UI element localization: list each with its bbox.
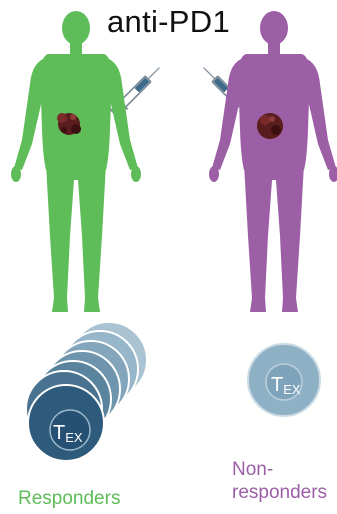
non-responder-human-icon xyxy=(209,11,337,312)
non-responders-label-line2: responders xyxy=(232,481,337,504)
tumor-icon xyxy=(257,113,283,139)
t-cell-icon xyxy=(248,344,320,416)
responder-human-icon xyxy=(11,11,141,312)
t-cell-stack xyxy=(26,322,147,461)
non-responders-label: Non- responders xyxy=(232,458,337,504)
responders-label: Responders xyxy=(18,487,120,510)
non-responders-label-line1: Non- xyxy=(232,458,337,481)
